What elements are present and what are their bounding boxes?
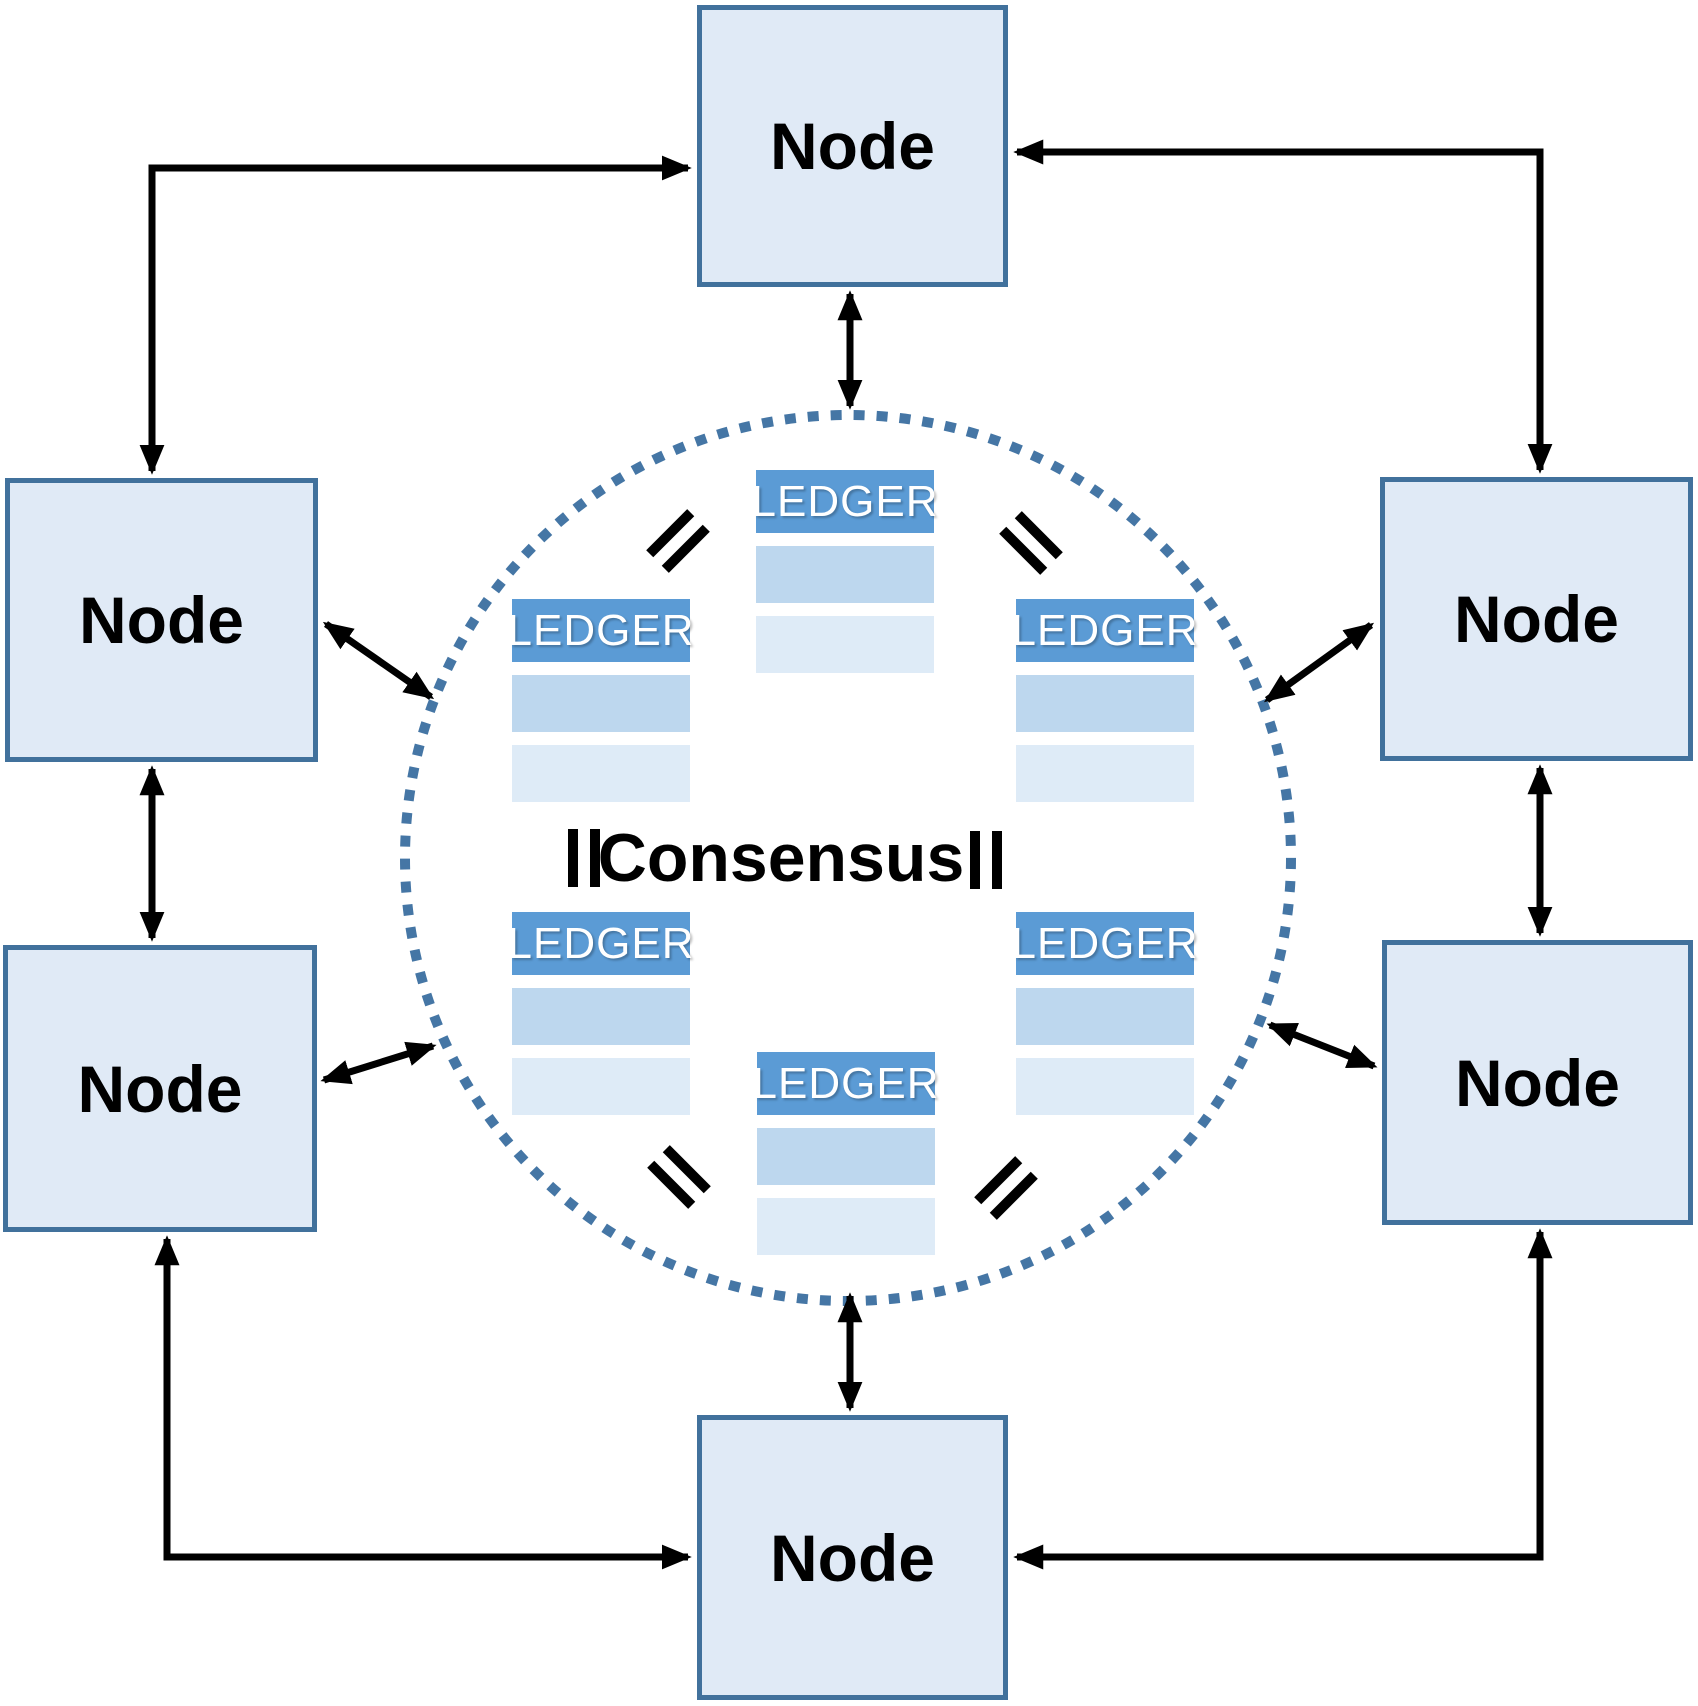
connector-lowerright-bottom (1013, 1228, 1553, 1570)
consensus-label: Consensus (597, 820, 965, 896)
ledger-title: LEDGER (753, 1052, 938, 1115)
ledger-row (1016, 675, 1194, 732)
node-lower-left: Node (3, 945, 317, 1232)
node-lower-right-label: Node (1455, 1045, 1620, 1120)
ledger-title: LEDGER (508, 599, 693, 662)
ledger-row (512, 988, 690, 1045)
connector-upperleft-circle (322, 621, 435, 700)
ledger-row (1016, 1058, 1194, 1115)
node-top: Node (697, 5, 1008, 287)
ledger-title: LEDGER (1012, 912, 1197, 975)
node-top-label: Node (770, 109, 935, 183)
ledger-row (512, 675, 690, 732)
ledger-row (756, 546, 934, 603)
node-bottom-label: Node (770, 1520, 935, 1595)
ledger-table-mid-right: LEDGER (1012, 599, 1197, 802)
ledger-row (512, 745, 690, 802)
equals-icon (568, 829, 600, 887)
ledger-table-low-right: LEDGER (1012, 912, 1197, 1115)
ledger-table-low-left: LEDGER (508, 912, 693, 1115)
ledger-row (1016, 745, 1194, 802)
connector-lowerleft-bottom (154, 1235, 692, 1570)
equals-bar (568, 829, 578, 887)
ledger-row (1016, 988, 1194, 1045)
ledger-row (512, 1058, 690, 1115)
connector-upperright-top (1013, 139, 1553, 474)
ledger-title: LEDGER (752, 470, 937, 533)
ledger-row (756, 616, 934, 673)
node-lower-left-label: Node (77, 1051, 243, 1126)
equals-icon (970, 831, 1002, 889)
connector-lowerleft-circle (320, 1041, 437, 1085)
node-bottom: Node (697, 1415, 1008, 1700)
equals-bar (992, 831, 1002, 889)
ledger-title: LEDGER (1012, 599, 1197, 662)
ledger-row (757, 1128, 935, 1185)
ledger-table-mid-left: LEDGER (508, 599, 693, 802)
ledger-table-top: LEDGER (752, 470, 937, 673)
connector-upperright-circle (1263, 622, 1375, 703)
ledger-row (757, 1198, 935, 1255)
ledger-title: LEDGER (508, 912, 693, 975)
connector-upperleft-top (139, 155, 692, 475)
ledger-table-bottom: LEDGER (753, 1052, 938, 1255)
equals-bar (970, 831, 980, 889)
node-upper-right-label: Node (1454, 582, 1619, 656)
connector-lowerright-circle (1266, 1021, 1378, 1070)
node-upper-right: Node (1380, 477, 1693, 761)
node-lower-right: Node (1382, 940, 1693, 1225)
node-upper-left-label: Node (79, 583, 244, 657)
node-upper-left: Node (5, 478, 318, 762)
